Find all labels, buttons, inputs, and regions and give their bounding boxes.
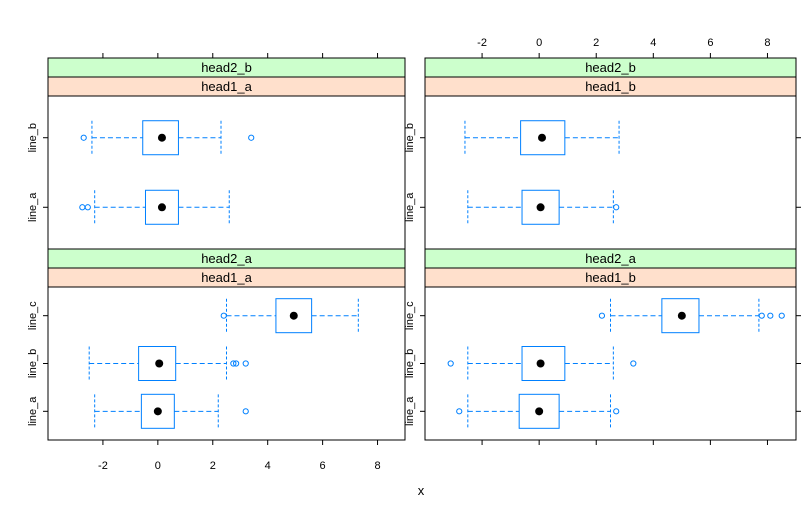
x-tick-label: 6 — [707, 37, 713, 49]
box-line_b: line_b — [27, 120, 255, 156]
box-line_a: line_a — [27, 189, 230, 225]
outlier-point — [230, 360, 237, 367]
box-line_a: line_a — [27, 393, 249, 429]
panel-top-right: head2_b head1_b -2 0 2 4 6 8 line_a line_b — [404, 37, 801, 250]
strip-outer-label: head2_b — [201, 60, 252, 75]
median-dot — [535, 407, 544, 416]
median-dot — [157, 203, 166, 212]
y-category-label: line_a — [404, 396, 416, 426]
median-dot — [536, 359, 545, 368]
outlier-point — [248, 134, 255, 141]
median-dot — [157, 133, 166, 142]
outlier-point — [447, 360, 454, 367]
box-line_b: line_b — [404, 120, 801, 156]
box-line_b: line_b — [27, 346, 249, 381]
panel-bottom-right: head2_a head1_b line_a line_b line_c — [404, 248, 801, 445]
median-dot — [677, 311, 686, 320]
box-line_c: line_c — [404, 298, 801, 334]
y-category-label: line_c — [27, 301, 39, 330]
median-dot — [289, 311, 298, 320]
x-tick-label: 4 — [265, 460, 271, 472]
strip-inner-label: head1_b — [585, 79, 636, 94]
x-axis-title: x — [418, 483, 425, 498]
median-dot — [153, 407, 162, 416]
x-tick-label: 6 — [320, 460, 326, 472]
y-category-label: line_a — [27, 192, 39, 222]
y-category-label: line_b — [27, 349, 39, 378]
strip-outer-label: head2_a — [585, 251, 636, 266]
outlier-point — [79, 204, 86, 211]
median-dot — [155, 359, 164, 368]
panel-bottom-left: head2_a head1_a -2 0 2 4 6 8 line_a line_b line_c — [27, 248, 406, 472]
y-category-label: line_a — [404, 192, 416, 222]
box-line_b: line_b — [404, 346, 801, 381]
outlier-point — [242, 408, 249, 415]
outlier-point — [80, 134, 87, 141]
box-line_c: line_c — [27, 298, 359, 334]
median-dot — [538, 133, 547, 142]
outlier-point — [613, 408, 620, 415]
x-tick-label: 8 — [374, 460, 380, 472]
y-category-label: line_b — [27, 123, 39, 152]
outlier-point — [84, 204, 91, 211]
outlier-point — [598, 312, 606, 319]
outlier-point — [233, 360, 240, 367]
strip-outer-label: head2_a — [201, 251, 252, 266]
y-category-label: line_a — [27, 396, 39, 426]
y-category-label: line_b — [404, 123, 416, 152]
outlier-point — [767, 312, 774, 319]
x-tick-label: 4 — [650, 37, 656, 49]
outlier-point — [220, 312, 227, 319]
outlier-point — [630, 360, 637, 367]
x-tick-label: -2 — [98, 460, 108, 472]
x-tick-label: 0 — [536, 37, 542, 49]
x-tick-label: 8 — [764, 37, 770, 49]
outlier-point — [758, 312, 765, 319]
outlier-point — [242, 360, 249, 367]
y-category-label: line_b — [404, 349, 416, 378]
strip-inner-label: head1_a — [201, 79, 252, 94]
outlier-point — [456, 408, 463, 415]
box-line_a: line_a — [404, 189, 801, 225]
y-category-label: line_c — [404, 301, 416, 330]
x-tick-label: 2 — [210, 460, 216, 472]
strip-inner-label: head1_a — [201, 270, 252, 285]
panel-frame — [47, 95, 406, 250]
outlier-point — [778, 312, 785, 319]
outlier-point — [613, 204, 620, 211]
panel-top-left: head2_b head1_a line_a line_b — [27, 53, 406, 250]
median-dot — [536, 203, 545, 212]
panels-layer: head2_b head1_a line_a line_b head2_b head1_b… — [27, 37, 801, 472]
strip-outer-label: head2_b — [585, 60, 636, 75]
strip-inner-label: head1_b — [585, 270, 636, 285]
x-tick-label: 2 — [593, 37, 599, 49]
x-tick-label: -2 — [477, 37, 487, 49]
box-line_a: line_a — [404, 393, 801, 429]
panel-frame — [424, 95, 797, 250]
x-tick-label: 0 — [155, 460, 161, 472]
